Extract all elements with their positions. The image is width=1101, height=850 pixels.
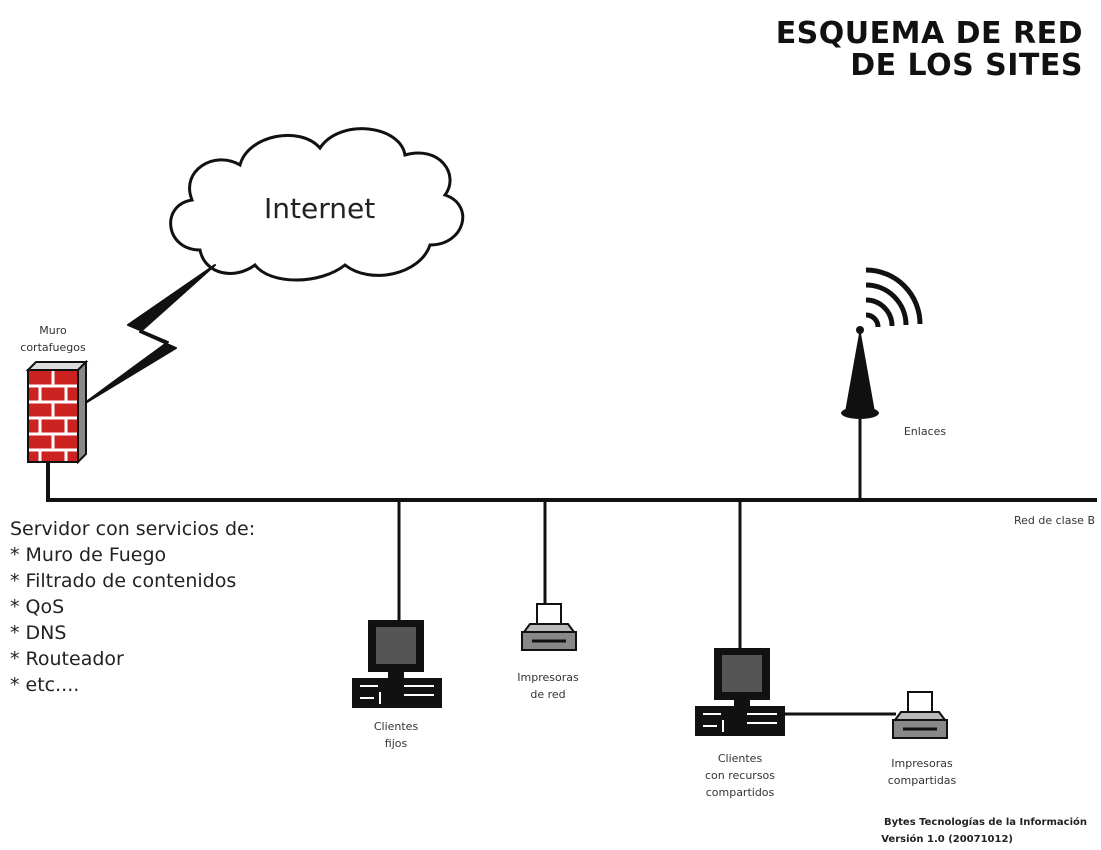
printer-icon-shared — [892, 691, 948, 739]
antenna-icon — [841, 267, 923, 419]
network-label: Red de clase B — [1013, 514, 1095, 527]
shared-printer-label: Impresoras compartidas — [862, 755, 982, 789]
fixed-clients-label: Clientes fijos — [340, 718, 452, 752]
network-printer-label: Impresoras de red — [493, 669, 603, 703]
services-heading: Servidor con servicios de: — [10, 518, 256, 540]
computer-icon-shared-client — [695, 648, 785, 736]
firewall-icon — [25, 359, 89, 465]
shared-printer-label-line1: Impresoras — [891, 757, 953, 770]
shared-clients-label-line3: compartidos — [705, 786, 775, 799]
diagram-title-line2: DE LOS SITES — [850, 48, 1083, 83]
internet-cloud — [169, 127, 465, 282]
service-item: * Filtrado de contenidos — [10, 570, 237, 592]
network-backbone — [46, 462, 1097, 502]
services-list: Servidor con servicios de: * Muro de Fue… — [10, 516, 255, 698]
shared-clients-label-line2: con recursos — [704, 769, 776, 782]
service-item: * DNS — [10, 622, 67, 644]
service-item: * QoS — [10, 596, 65, 618]
footer-credit: Bytes Tecnologías de la Información — [884, 817, 1087, 828]
computer-icon-fixed-client — [352, 620, 442, 708]
firewall-label-line2: cortafuegos — [20, 341, 86, 354]
shared-clients-label: Clientes con recursos compartidos — [680, 750, 800, 801]
diagram-title-line1: ESQUEMA DE RED — [775, 16, 1083, 51]
network-printer-label-line2: de red — [530, 688, 566, 701]
service-item: * Routeador — [10, 648, 124, 670]
fixed-clients-label-line2: fijos — [384, 737, 408, 750]
network-printer-label-line1: Impresoras — [517, 671, 579, 684]
firewall-label-line1: Muro — [39, 324, 67, 337]
lightning-bolt-icon — [81, 264, 216, 406]
shared-clients-label-line1: Clientes — [717, 752, 763, 765]
firewall-label: Muro cortafuegos — [8, 322, 98, 356]
drop-lines — [397, 418, 896, 716]
shared-printer-label-line2: compartidas — [887, 774, 957, 787]
antenna-label: Enlaces — [903, 425, 947, 438]
service-item: * etc.... — [10, 674, 80, 696]
fixed-clients-label-line1: Clientes — [373, 720, 419, 733]
footer-version: Versión 1.0 (20071012) — [881, 834, 1013, 845]
printer-icon-network — [521, 603, 577, 651]
internet-label: Internet — [264, 192, 376, 225]
service-item: * Muro de Fuego — [10, 544, 167, 566]
